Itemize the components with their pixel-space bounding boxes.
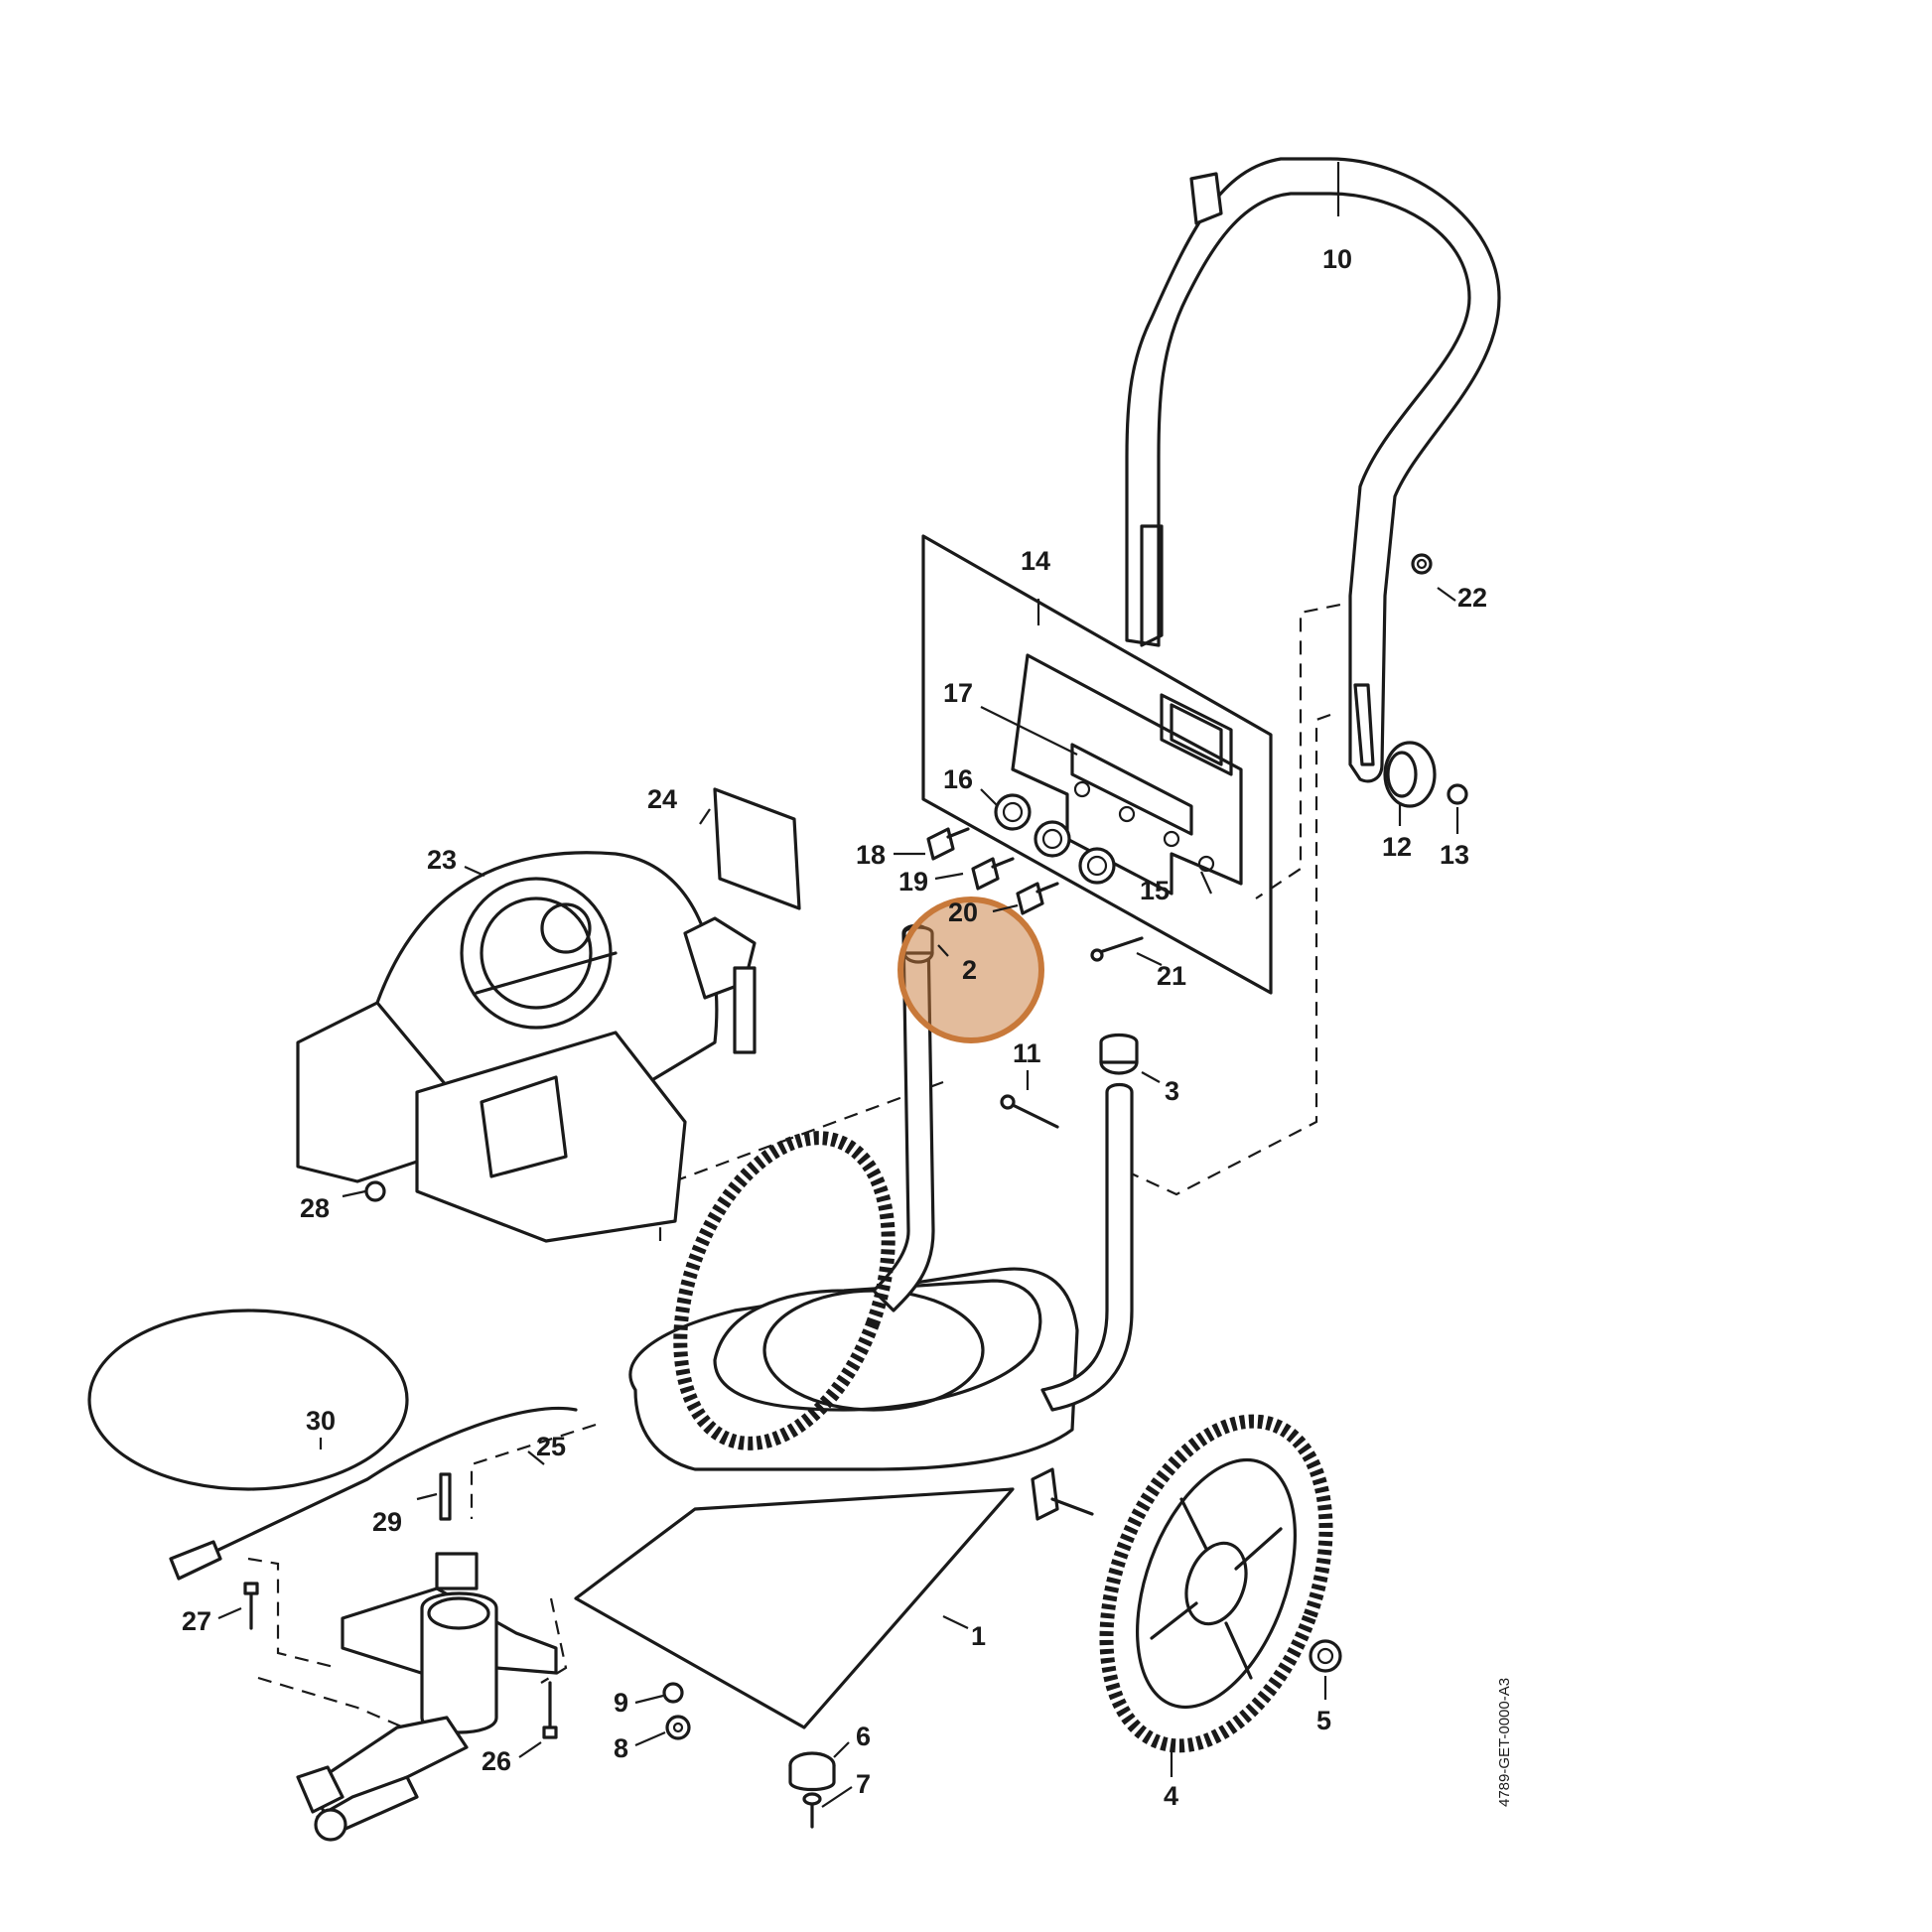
high-pressure-hose[interactable] (87, 1309, 578, 1581)
pump[interactable] (296, 1552, 558, 1842)
part-label-18[interactable]: 18 (856, 840, 886, 870)
handle-assembly[interactable] (1125, 157, 1501, 783)
part-label-3[interactable]: 3 (1165, 1076, 1179, 1106)
bolt-11[interactable] (1000, 1094, 1059, 1129)
pump-bolts[interactable] (243, 1582, 558, 1739)
handle-knob-hardware[interactable] (1383, 553, 1468, 808)
part-label-12[interactable]: 12 (1382, 832, 1412, 862)
engine[interactable] (296, 851, 757, 1243)
drawing-reference-code: 4789-GET-0000-A3 (1496, 1678, 1513, 1807)
part-label-11[interactable]: 11 (1013, 1038, 1041, 1068)
part-label-9[interactable]: 9 (614, 1688, 628, 1718)
part-label-7[interactable]: 7 (856, 1769, 871, 1799)
part-label-20[interactable]: 20 (948, 897, 978, 927)
foot-hardware[interactable] (662, 1682, 836, 1829)
part-label-28[interactable]: 28 (300, 1193, 330, 1223)
part-label-26[interactable]: 26 (482, 1746, 511, 1776)
frame[interactable] (574, 1267, 1094, 1729)
part-label-27[interactable]: 27 (182, 1606, 211, 1636)
part-label-21[interactable]: 21 (1157, 961, 1186, 991)
part-label-16[interactable]: 16 (943, 764, 973, 794)
part-label-19[interactable]: 19 (898, 867, 928, 897)
part-label-6[interactable]: 6 (856, 1722, 871, 1751)
leader-lines (217, 162, 1459, 1808)
knob-group[interactable] (994, 793, 1116, 885)
wheel-front[interactable] (1065, 1391, 1367, 1776)
highlight-circle (897, 897, 1044, 1043)
part-label-14[interactable]: 14 (1021, 546, 1050, 576)
part-label-25[interactable]: 25 (536, 1432, 566, 1461)
part-label-29[interactable]: 29 (372, 1507, 402, 1537)
part-label-15[interactable]: 15 (1140, 876, 1170, 905)
part-label-24[interactable]: 24 (647, 784, 677, 814)
part-label-4[interactable]: 4 (1164, 1781, 1178, 1811)
part-label-8[interactable]: 8 (614, 1733, 628, 1763)
nut-28[interactable] (364, 1180, 386, 1202)
part-label-10[interactable]: 10 (1322, 244, 1352, 274)
wheel-rear[interactable] (641, 1109, 927, 1472)
part-label-17[interactable]: 17 (943, 678, 973, 708)
pin-29[interactable] (439, 1472, 452, 1521)
part-label-13[interactable]: 13 (1440, 840, 1469, 870)
part-label-22[interactable]: 22 (1457, 583, 1487, 613)
wheel-nut-5[interactable] (1309, 1639, 1342, 1673)
part-label-1[interactable]: 1 (971, 1621, 986, 1651)
part-labels: 1 2 3 4 5 6 7 8 9 10 11 12 13 14 15 16 1… (182, 244, 1487, 1811)
part-label-23[interactable]: 23 (427, 845, 457, 875)
panel-screws[interactable] (926, 827, 1059, 915)
air-filter-label[interactable] (713, 787, 801, 910)
bolt-21[interactable] (1090, 936, 1144, 962)
part-label-2[interactable]: 2 (962, 955, 977, 985)
part-label-5[interactable]: 5 (1316, 1706, 1331, 1735)
part-label-30[interactable]: 30 (306, 1406, 336, 1436)
